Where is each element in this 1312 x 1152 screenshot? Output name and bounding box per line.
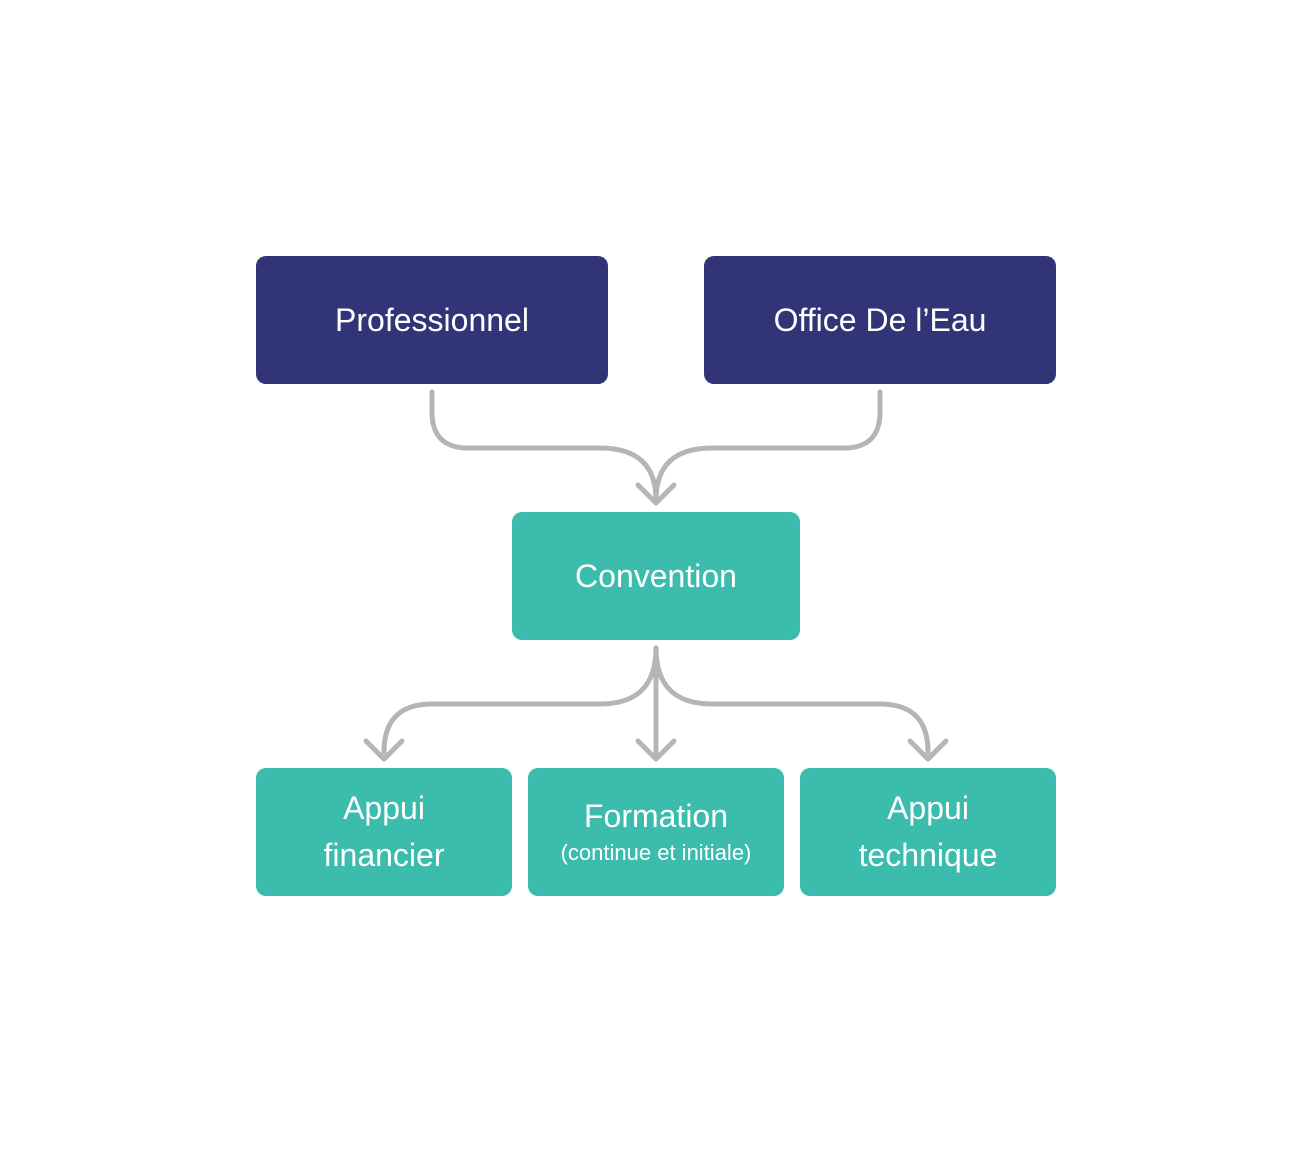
arrowhead-formation (635, 738, 677, 762)
node-professionnel-label: Professionnel (335, 301, 529, 338)
node-formation-title: Formation (583, 797, 729, 834)
node-appui-financier-line1: Appui (343, 790, 425, 826)
arrowhead-convention (635, 482, 677, 506)
connector-professionnel-to-convention (429, 389, 659, 503)
node-appui-technique: Appui technique (800, 768, 1056, 896)
connector-convention-to-appui-technique (653, 645, 931, 755)
node-appui-technique-line1: Appui (887, 790, 969, 826)
arrowhead-appui-technique (907, 738, 949, 762)
connector-convention-to-appui-financier (381, 645, 659, 755)
node-appui-financier-line2: financier (323, 837, 445, 873)
node-office-de-l-eau: Office De l’Eau (704, 256, 1056, 384)
connector-office-to-convention (653, 389, 883, 503)
node-appui-financier: Appui financier (256, 768, 512, 896)
node-office-label: Office De l’Eau (773, 301, 987, 338)
arrowhead-appui-financier (363, 738, 405, 762)
node-professionnel: Professionnel (256, 256, 608, 384)
node-convention: Convention (512, 512, 800, 640)
node-convention-label: Convention (575, 557, 737, 594)
node-appui-technique-line2: technique (858, 837, 998, 873)
node-formation-subtitle: (continue et initiale) (560, 839, 752, 865)
node-formation: Formation (continue et initiale) (528, 768, 784, 896)
